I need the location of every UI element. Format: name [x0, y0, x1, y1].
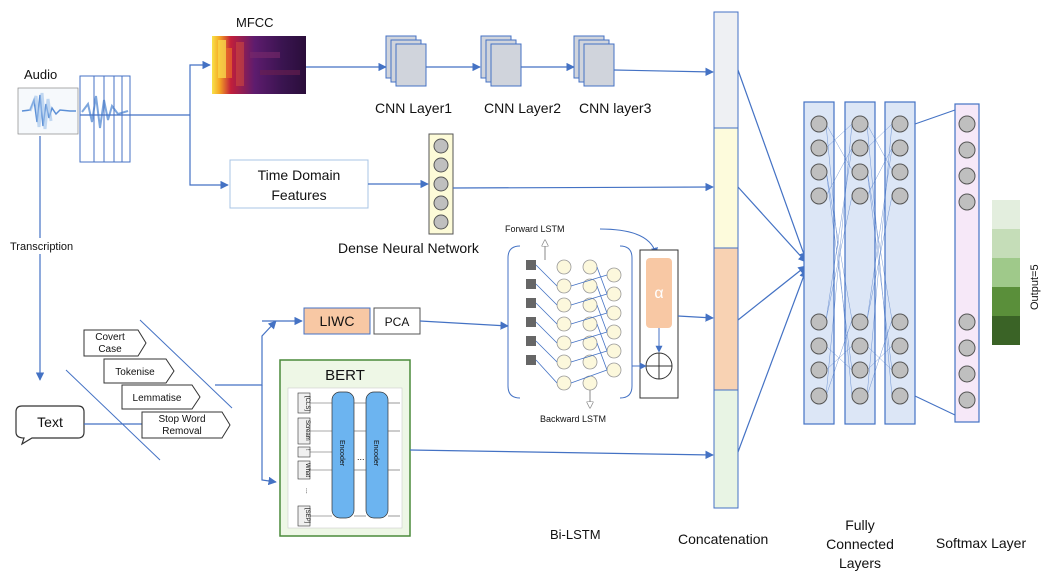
bert-token-what: What	[304, 463, 310, 477]
text-label: Text	[37, 414, 63, 430]
mfcc-label: MFCC	[236, 15, 274, 30]
alpha-label: α	[654, 285, 663, 302]
time-domain-line2: Features	[271, 187, 326, 203]
dense-label: Dense Neural Network	[338, 240, 480, 256]
concatenation-label: Concatenation	[678, 531, 768, 547]
tokenise-label: Tokenise	[115, 367, 155, 378]
bert-token-sep: [SEP]	[304, 508, 310, 524]
cnn-layer2	[480, 35, 522, 87]
fully-connected-layers	[803, 101, 916, 425]
dense-neural-network	[428, 133, 454, 235]
time-domain-box: Time Domain Features	[229, 159, 369, 209]
covert-line1: Covert	[95, 332, 125, 343]
fc-label-line2: Connected	[826, 536, 894, 552]
bert-block: BERT [CLS] Scream ! What ... [SEP] Encod…	[279, 359, 411, 537]
pca-label: PCA	[385, 315, 410, 329]
transcription-label: Transcription	[10, 241, 73, 253]
cnn1-label: CNN Layer1	[375, 100, 452, 116]
bert-label: BERT	[325, 367, 365, 384]
cnn2-label: CNN Layer2	[484, 100, 561, 116]
liwc-label: LIWC	[320, 313, 355, 329]
fc-label-line1: Fully	[845, 517, 875, 533]
concatenation-bar	[713, 11, 739, 509]
bert-encoder-2: Encoder	[372, 440, 379, 467]
cnn-layer1	[385, 35, 427, 87]
bert-token-exclaim: !	[304, 449, 310, 451]
output-scale	[992, 200, 1020, 345]
step-tokenise: Tokenise	[103, 358, 175, 384]
text-bubble: Text	[15, 405, 85, 446]
time-domain-line1: Time Domain	[258, 167, 341, 183]
bert-token-ellipsis: ...	[304, 488, 311, 494]
step-lemmatise: Lemmatise	[121, 384, 201, 410]
softmax-label: Softmax Layer	[936, 535, 1027, 551]
stopword-line2: Removal	[162, 426, 201, 437]
backward-lstm-label: Backward LSTM	[540, 414, 606, 424]
bilstm-block: Forward LSTM Bac	[505, 224, 679, 424]
fc-label-line3: Layers	[839, 555, 881, 571]
softmax-layer	[954, 103, 980, 423]
covert-line2: Case	[98, 344, 122, 355]
step-covert-case: Covert Case	[83, 329, 147, 357]
forward-lstm-label: Forward LSTM	[505, 224, 565, 234]
bilstm-label: Bi-LSTM	[550, 527, 601, 542]
output-label: Output=5	[1029, 264, 1041, 310]
cnn3-label: CNN layer3	[579, 100, 652, 116]
bert-encoder-dots: ...	[357, 452, 365, 462]
bert-token-scream: Scream	[304, 420, 310, 441]
mfcc-spectrogram	[212, 36, 306, 94]
pca-box: PCA	[373, 307, 421, 335]
liwc-box: LIWC	[303, 307, 371, 335]
step-stop-word-removal: Stop Word Removal	[141, 411, 231, 439]
bert-encoder-1: Encoder	[338, 440, 345, 467]
audio-label: Audio	[24, 67, 57, 82]
cnn-layer3	[573, 35, 615, 87]
lemmatise-label: Lemmatise	[133, 393, 182, 404]
audio-waveform	[17, 87, 79, 135]
audio-frames	[79, 75, 131, 163]
bert-token-cls: [CLS]	[304, 396, 310, 411]
stopword-line1: Stop Word	[158, 414, 205, 425]
